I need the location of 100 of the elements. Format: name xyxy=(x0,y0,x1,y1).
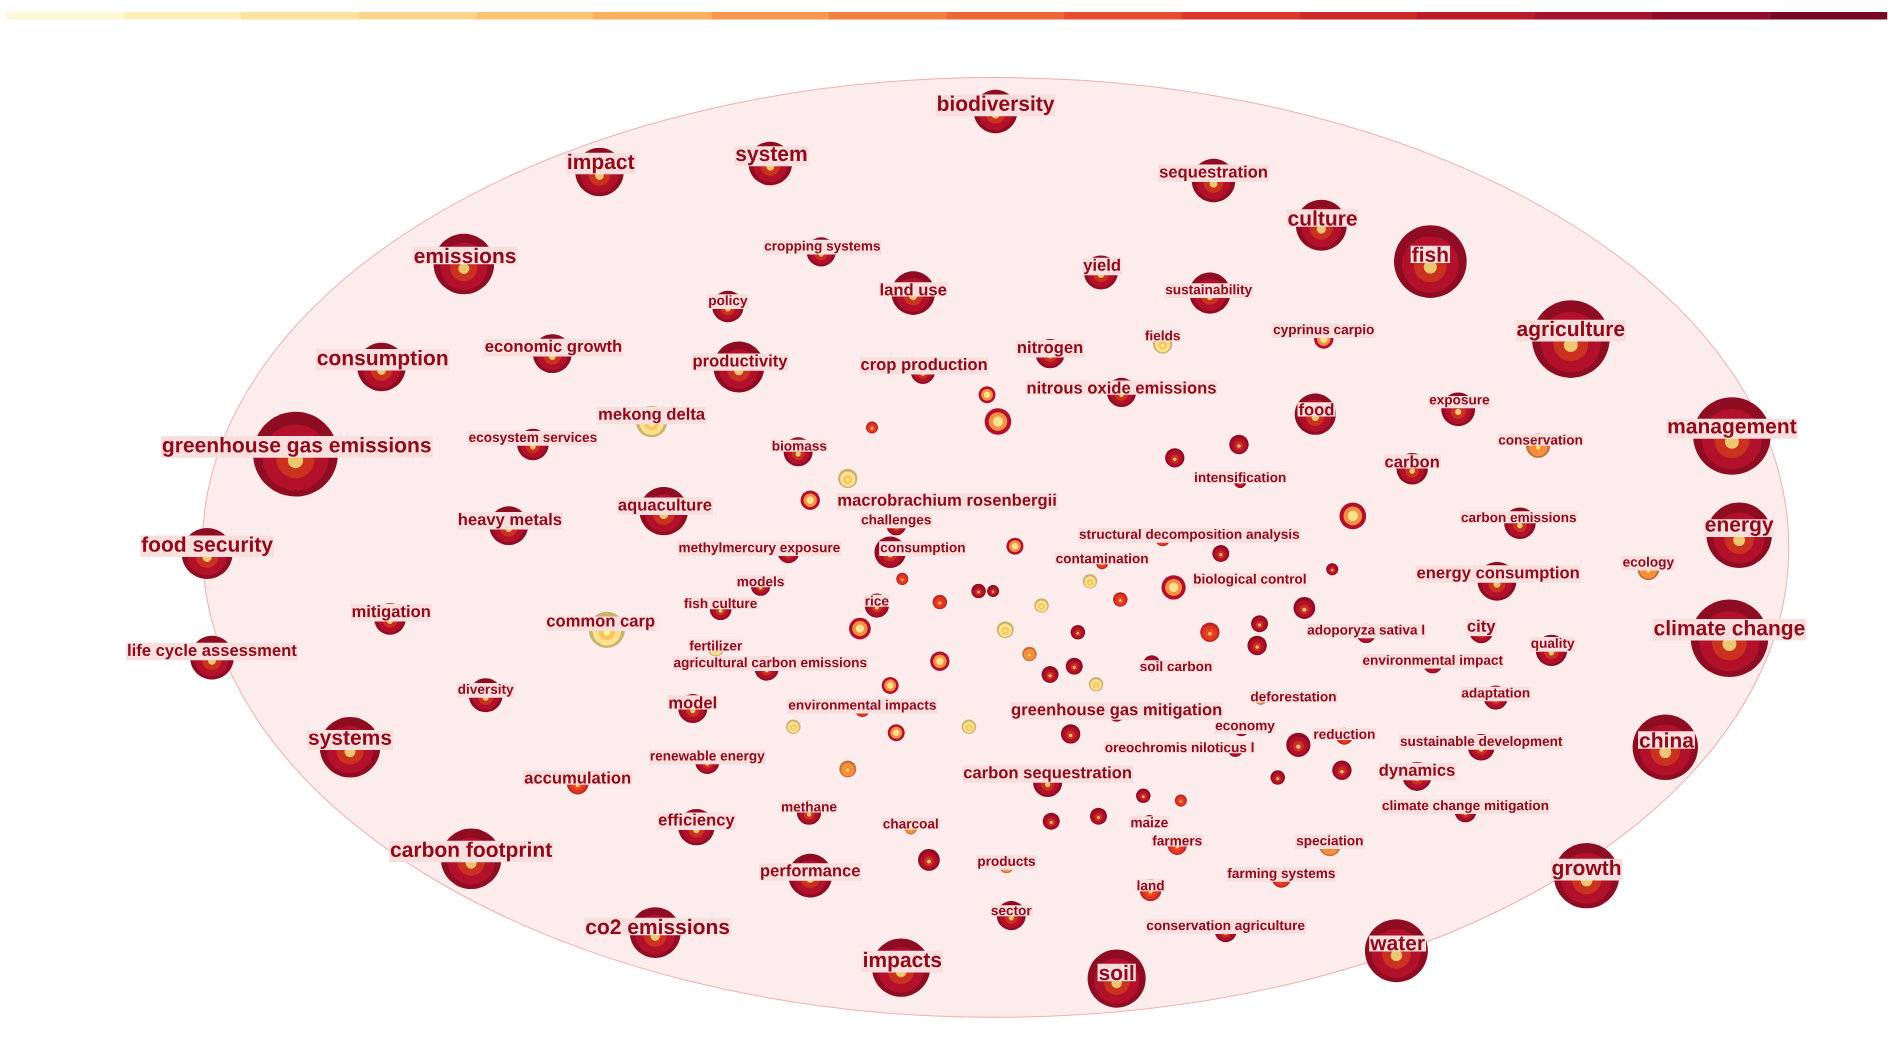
keyword-node: rice xyxy=(863,593,890,618)
keyword-node: sequestration xyxy=(1158,158,1269,203)
keyword-node: conservation xyxy=(1497,433,1584,458)
keyword-node: crop production xyxy=(859,357,989,384)
network-dot xyxy=(1247,635,1267,656)
network-dot xyxy=(1090,807,1107,825)
keyword-node: maize xyxy=(1129,815,1170,829)
keyword-node: mekong delta xyxy=(597,405,707,438)
network-dot xyxy=(881,676,899,694)
network-dot xyxy=(1293,597,1316,619)
keyword-node: fish xyxy=(1394,225,1467,298)
keyword-node: performance xyxy=(758,853,862,898)
keyword-node: aquaculture xyxy=(616,486,713,536)
network-dot xyxy=(839,760,857,778)
keyword-node: climate change xyxy=(1652,599,1807,677)
network-dot xyxy=(1339,502,1367,530)
keyword-node: charcoal xyxy=(881,817,940,835)
network-dot xyxy=(1041,666,1059,683)
network-dot xyxy=(896,572,909,585)
keyword-node: mitigation xyxy=(350,603,432,635)
keyword-node: cropping systems xyxy=(763,237,882,267)
keyword-node: conservation agriculture xyxy=(1145,919,1306,943)
keyword-node: china xyxy=(1632,714,1698,780)
keyword-node: impacts xyxy=(861,938,943,997)
network-dot xyxy=(1088,677,1104,692)
keyword-node: ecology xyxy=(1621,555,1676,581)
keyword-node: carbon emissions xyxy=(1459,507,1578,539)
network-dot xyxy=(1042,812,1060,830)
keyword-node: carbon sequestration xyxy=(962,765,1134,797)
keyword-node: energy xyxy=(1703,502,1775,568)
keyword-node: co2 emissions xyxy=(584,907,731,958)
keyword-node: land xyxy=(1135,879,1166,902)
keyword-node: speciation xyxy=(1295,834,1365,857)
keyword-node: environmental impact xyxy=(1361,653,1505,674)
keyword-node: nitrous oxide emissions xyxy=(1025,377,1218,407)
keyword-node: system xyxy=(734,141,809,186)
network-dot xyxy=(1006,537,1024,555)
network-dot xyxy=(1200,622,1220,642)
keyword-node: deforestation xyxy=(1249,690,1338,705)
keyword-node: biodiversity xyxy=(935,89,1056,134)
network-dot xyxy=(1113,592,1128,607)
network-dot xyxy=(1065,657,1083,675)
network-dot xyxy=(961,719,977,734)
network-dot xyxy=(1270,770,1285,785)
keyword-node: fields xyxy=(1143,329,1182,354)
keyword-node: sector xyxy=(989,901,1033,931)
network-dot xyxy=(918,848,940,871)
keyword-node: fertilizer xyxy=(688,639,744,657)
network-dot xyxy=(1060,724,1081,744)
network-dot xyxy=(1212,544,1230,562)
keyword-node: reduction xyxy=(1312,727,1377,745)
network-dot xyxy=(800,490,820,510)
keyword-node: common carp xyxy=(545,611,657,648)
keyword-node: biomass xyxy=(770,437,828,467)
keyword-node: challenges xyxy=(860,513,933,536)
network-dot xyxy=(838,468,858,489)
keyword-node: growth xyxy=(1550,842,1623,909)
network-dot xyxy=(996,621,1014,639)
keyword-node: carbon footprint xyxy=(389,828,554,889)
network-dot xyxy=(1251,615,1269,633)
keyword-node: climate change mitigation xyxy=(1380,799,1550,823)
keyword-node: consumption xyxy=(874,536,967,568)
keyword-node: ecosystem services xyxy=(467,428,599,461)
keyword-node: greenhouse gas emissions xyxy=(160,411,433,497)
keyword-node: soil carbon xyxy=(1138,655,1214,673)
network-dot xyxy=(987,584,1000,598)
keyword-node: farming systems xyxy=(1226,867,1337,888)
keyword-node: intensification xyxy=(1193,471,1288,489)
keyword-node: biological control xyxy=(1161,572,1308,600)
keyword-node: accumulation xyxy=(523,770,633,795)
network-dot xyxy=(930,651,950,671)
keyword-node: water xyxy=(1364,919,1428,983)
keyword-node: efficiency xyxy=(657,809,736,846)
network-dot xyxy=(1070,624,1086,640)
network-dot xyxy=(1326,563,1339,576)
network-dot xyxy=(865,421,879,434)
keyword-node: model xyxy=(667,693,719,723)
keyword-node: food xyxy=(1294,393,1336,435)
keyword-node: farmers xyxy=(1151,834,1204,855)
network-dot xyxy=(1136,788,1151,803)
keyword-node: contamination xyxy=(1054,552,1150,570)
keyword-node: impact xyxy=(565,147,636,197)
keyword-node: sustainable development xyxy=(1398,733,1564,761)
network-dot xyxy=(1165,448,1185,468)
keyword-node: policy xyxy=(707,290,749,323)
keyword-node: yield xyxy=(1082,255,1122,290)
keyword-node: methane xyxy=(780,800,838,825)
keyword-node: dynamics xyxy=(1377,761,1457,791)
keyword-node: methylmercury exposure xyxy=(677,541,842,564)
keyword-node: agricultural carbon emissions xyxy=(672,656,869,681)
keyword-node: fish culture xyxy=(682,597,759,621)
network-dot xyxy=(1022,646,1037,662)
keyword-node: nitrogen xyxy=(1015,339,1085,369)
network-dot xyxy=(887,724,905,742)
network-dot xyxy=(1286,732,1311,757)
keyword-node: models xyxy=(735,575,786,596)
keyword-node: diversity xyxy=(456,678,515,713)
network-dot xyxy=(984,408,1012,435)
keyword-node: consumption xyxy=(315,342,450,392)
keyword-node: oreochromis niloticus l xyxy=(1103,741,1256,757)
